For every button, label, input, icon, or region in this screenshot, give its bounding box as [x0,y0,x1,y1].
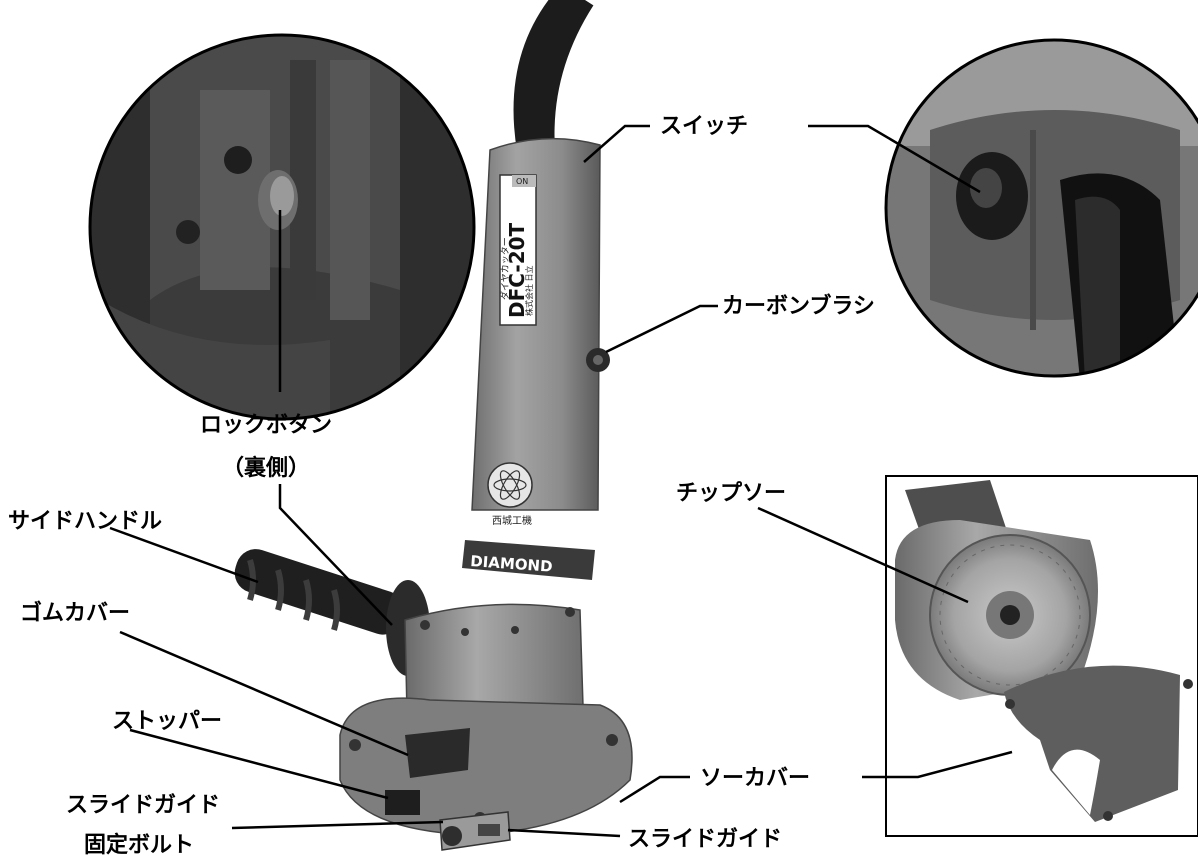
label-side-handle: サイドハンドル [8,509,162,534]
leader-slide-guide [507,828,621,838]
leader-switch-inset [808,124,981,194]
cutter-tool-illustration: DFC-20T ダイヤカッター 株式会社 日立 ON 西城工機 DIAMOND [234,0,633,851]
label-slide-guide-bolt-line1: スライドガイド [66,793,220,818]
leader-saw-cover [619,775,690,804]
label-tip-saw: チップソー [676,481,786,506]
emblem-text: 西城工機 [492,514,532,527]
label-switch: スイッチ [660,114,748,139]
leader-lines [109,124,1013,838]
tip-saw-detail-inset [885,475,1198,837]
name-plate-text: ダイヤカッター [499,237,511,300]
leader-tip-saw [757,506,969,604]
leader-slide-guide-bolt [231,820,444,830]
label-stopper: ストッパー [112,709,222,734]
label-saw-cover: ソーカバー [700,766,810,791]
label-lock-button-note: （裏側） [222,455,310,481]
rubber-cover [405,728,470,778]
switch-detail-inset [884,38,1198,378]
label-rubber-cover: ゴムカバー [20,600,130,626]
leader-side-handle [109,526,259,584]
callout-labels: スイッチ カーボンブラシ ロックボタン （裏側） サイドハンドル ゴムカバー ス… [8,114,875,858]
lock-button-detail-inset [88,33,476,421]
leader-saw-cover-inset [862,750,1013,779]
brand-marking: DIAMOND [470,552,553,576]
brand-emblem: 西城工機 [487,462,533,527]
slide-guide-fixing-bolt [442,826,462,846]
leader-switch [583,124,650,163]
leader-rubber-cover [119,630,409,757]
stopper [385,790,420,815]
side-handle [234,549,430,676]
leader-lock-button-2 [278,484,393,626]
label-slide-guide: スライドガイド [628,827,782,852]
label-carbon-brush: カーボンブラシ [722,293,875,319]
maker-text: 株式会社 日立 [524,265,534,316]
switch-mark: ON [516,177,528,186]
model-marking: DFC-20T [505,222,529,318]
label-slide-guide-bolt-line2: 固定ボルト [84,832,194,858]
label-lock-button: ロックボタン [200,413,332,438]
leader-stopper [129,728,389,800]
power-cable [513,0,578,163]
slide-guide [439,811,511,851]
leader-carbon-brush [605,304,718,354]
